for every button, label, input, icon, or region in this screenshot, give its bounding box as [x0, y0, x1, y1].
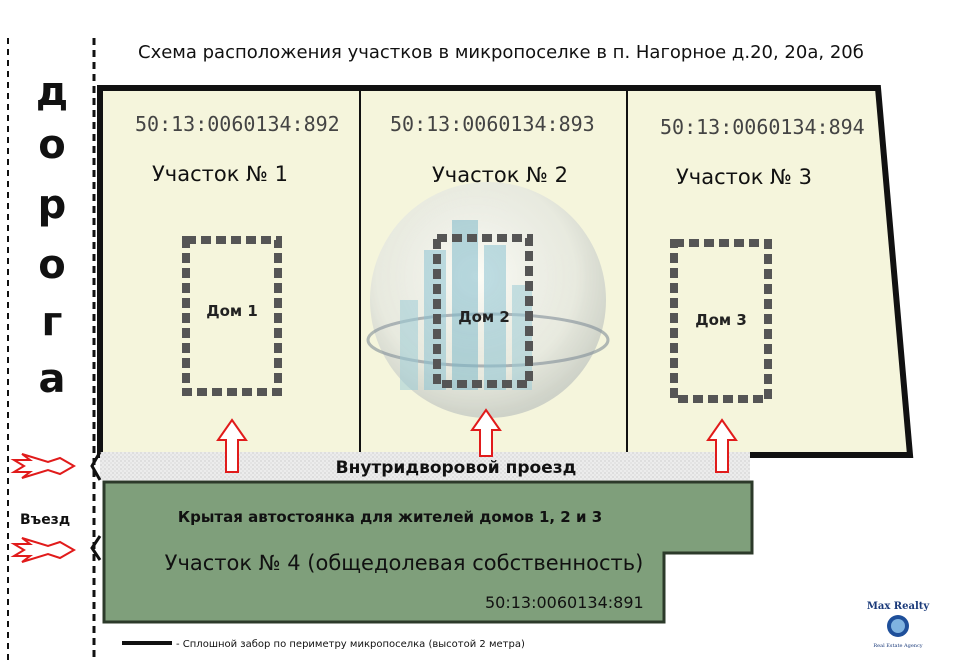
- arrow-up-icon: [216, 418, 248, 473]
- brand-tagline: Real Estate Agency: [873, 643, 922, 649]
- plot-label: Участок № 3: [676, 165, 812, 189]
- entrance-label: Въезд: [20, 512, 70, 528]
- arrow-right-icon: [10, 453, 77, 479]
- road-letter: о: [38, 242, 65, 288]
- plot-4-cadastral: 50:13:0060134:891: [485, 593, 644, 612]
- cadastral-number: 50:13:0060134:893: [390, 112, 595, 136]
- legend-text: - Сплошной забор по периметру микропосел…: [176, 639, 525, 650]
- watermark-logo: [366, 182, 610, 418]
- plot-4-area: [102, 480, 754, 624]
- plot-2: 50:13:0060134:893 Участок № 2 Дом 2: [390, 112, 595, 388]
- brand-logo: Max Realty Real Estate Agency: [867, 601, 931, 649]
- plot-4-label: Участок № 4 (общедолевая собственность): [165, 551, 644, 575]
- house-label: Дом 3: [695, 311, 747, 329]
- house-outline: [670, 239, 772, 403]
- cadastral-number: 50:13:0060134:894: [660, 115, 865, 139]
- road-letter: р: [38, 182, 67, 228]
- house-label: Дом 1: [206, 302, 258, 320]
- arrow-right-icon: [10, 537, 77, 563]
- cadastral-number: 50:13:0060134:892: [135, 112, 340, 136]
- road-letter: а: [39, 356, 66, 402]
- brand-name: Max Realty: [867, 601, 931, 612]
- arrow-up-icon: [706, 418, 738, 473]
- house-label: Дом 2: [458, 308, 510, 326]
- road-label: д о р о г а: [36, 69, 68, 402]
- road-letter: д: [36, 69, 68, 115]
- plot-3: 50:13:0060134:894 Участок № 3 Дом 3: [660, 115, 865, 403]
- gate-marker: [90, 451, 102, 481]
- plot-label: Участок № 2: [432, 163, 568, 187]
- parking-label: Крытая автостоянка для жителей домов 1, …: [178, 508, 602, 526]
- house-outline: [433, 234, 533, 388]
- driveway: [100, 452, 750, 480]
- road-letter: о: [38, 122, 65, 168]
- arrow-up-icon: [470, 408, 502, 457]
- gate-marker: [90, 535, 102, 561]
- page-title: Схема расположения участков в микропосел…: [138, 42, 864, 63]
- plot-label: Участок № 1: [152, 162, 288, 186]
- road-letter: г: [42, 299, 63, 345]
- driveway-label: Внутридворовой проезд: [336, 458, 577, 478]
- plot-1: 50:13:0060134:892 Участок № 1 Дом 1: [135, 112, 340, 396]
- house-outline: [182, 236, 282, 396]
